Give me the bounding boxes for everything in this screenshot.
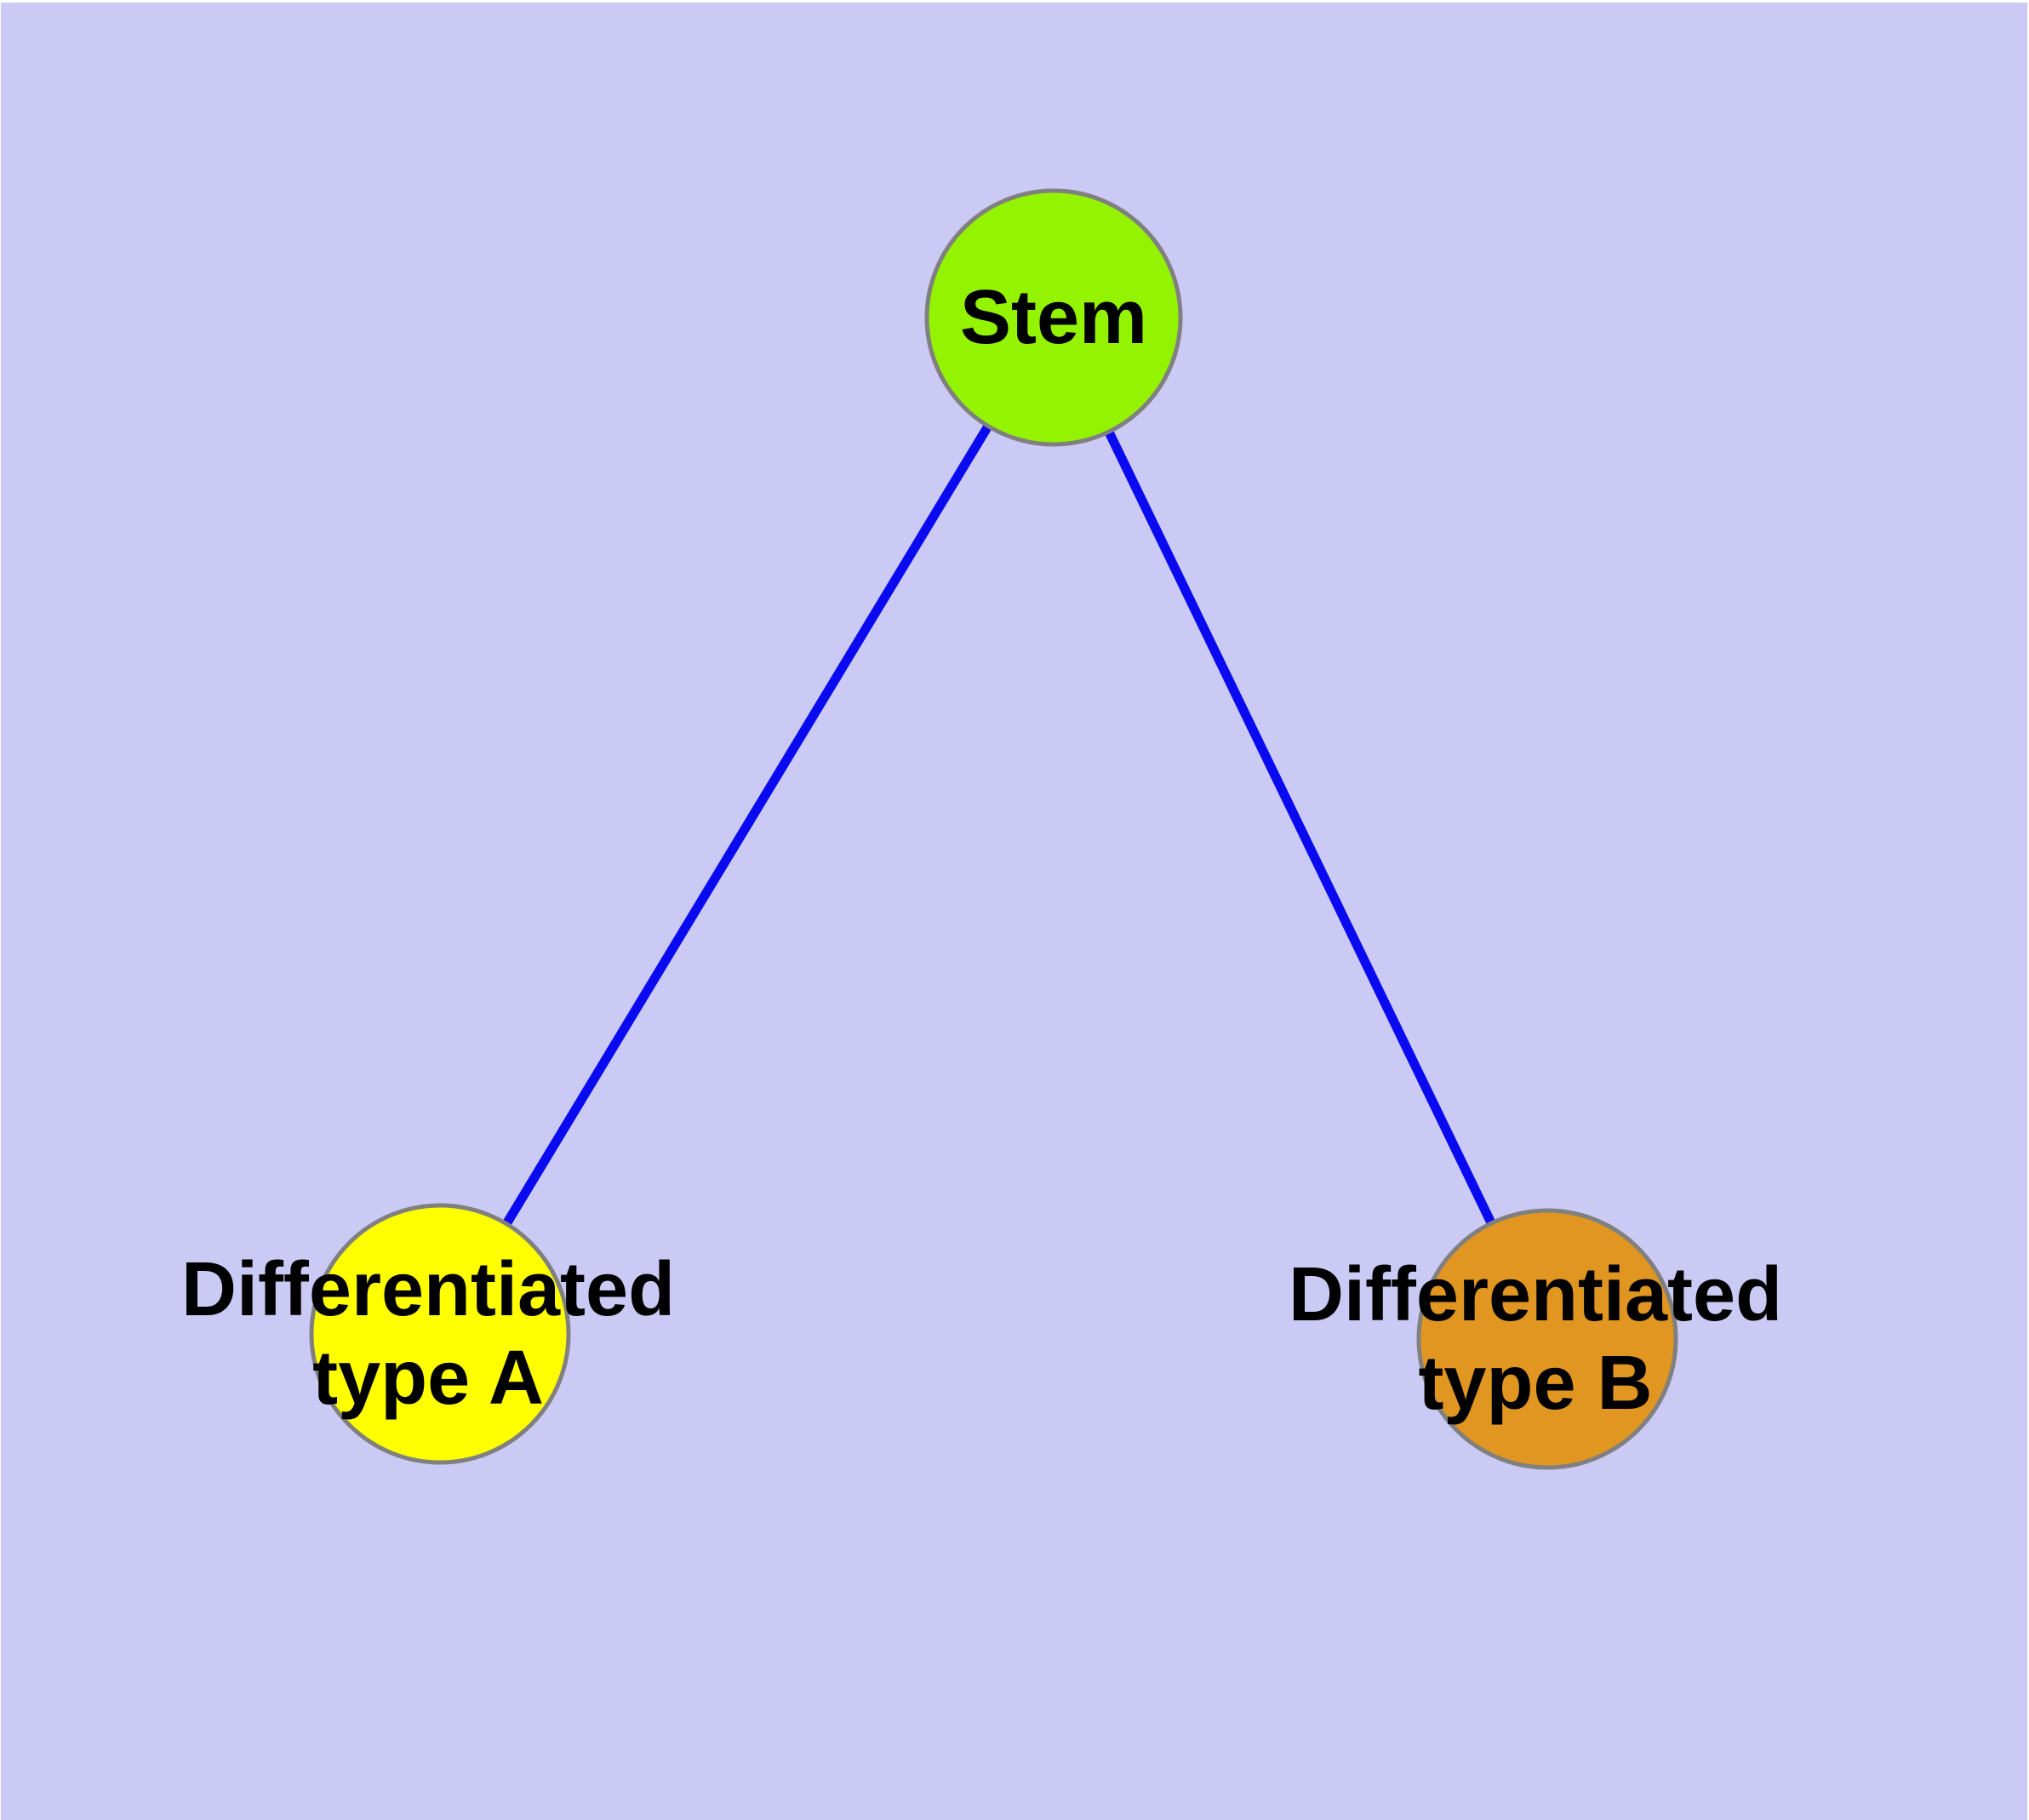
node-differentiated-type-a bbox=[309, 1203, 571, 1465]
edge-stem-to-differentiated-type-b bbox=[1049, 315, 1552, 1342]
edge-stem-to-differentiated-type-a bbox=[436, 315, 1058, 1336]
node-stem bbox=[924, 188, 1183, 447]
node-differentiated-type-b bbox=[1416, 1208, 1678, 1470]
